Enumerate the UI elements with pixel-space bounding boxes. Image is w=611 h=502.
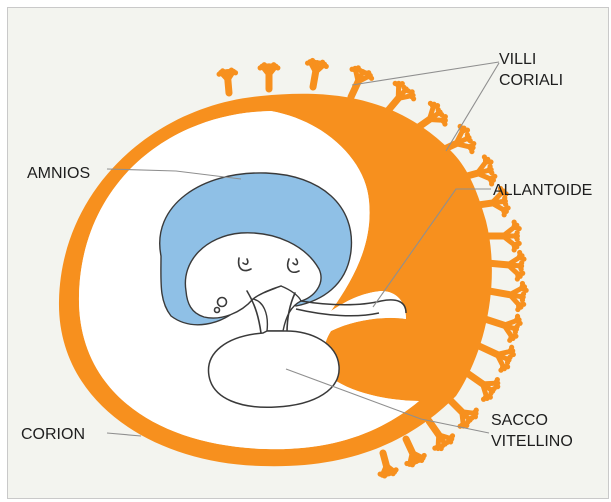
yolk-sac <box>209 331 340 407</box>
villus-tip <box>353 66 358 71</box>
villus-tip <box>443 441 448 446</box>
villus-tip <box>521 294 526 299</box>
villus-tip <box>514 327 519 332</box>
villus-tip <box>410 93 415 98</box>
villus-tip <box>449 436 454 441</box>
villus-tip <box>504 209 509 214</box>
villus-tip <box>435 446 440 451</box>
villus-tip <box>437 109 442 114</box>
villus-branch <box>479 346 497 354</box>
label-sacco-line1: SACCO <box>491 412 548 429</box>
villus-tip <box>315 60 320 65</box>
villus-tip <box>495 381 500 386</box>
villus-tip <box>489 167 494 172</box>
villus-tip <box>414 459 419 464</box>
villus-tip <box>225 69 230 74</box>
villus-tip <box>522 284 527 289</box>
villus-tip <box>473 411 478 416</box>
villus-tip <box>470 145 475 150</box>
villus-tip <box>360 69 365 74</box>
villus-tip <box>485 157 490 162</box>
villus-tip <box>503 199 508 204</box>
villus-tip <box>443 118 448 123</box>
villus-tip <box>518 304 523 309</box>
villus-tip <box>266 63 271 68</box>
villus-tip <box>273 64 278 69</box>
embryo-diagram: VILLI CORIALI AMNIOS ALLANTOIDE CORION S… <box>8 8 609 499</box>
leader-villi-1 <box>352 62 499 85</box>
villus-tip <box>218 70 223 75</box>
villus-tip <box>506 357 511 362</box>
villus-tip <box>396 81 401 86</box>
villus-branch <box>429 421 439 435</box>
label-amnios: AMNIOS <box>27 165 90 182</box>
leader-villi-2 <box>446 63 499 151</box>
villus-tip <box>404 86 409 91</box>
villus-tip <box>519 263 524 268</box>
label-allantoide: ALLANTOIDE <box>493 182 592 199</box>
villus-tip <box>519 253 524 258</box>
villus-tip <box>461 125 466 130</box>
villus-tip <box>514 244 519 249</box>
villus-tip <box>386 471 391 476</box>
villus-tip <box>515 233 520 238</box>
villus-tip <box>514 223 519 228</box>
villus-tip <box>431 102 436 107</box>
label-sacco-line2: VITELLINO <box>491 433 573 450</box>
label-villi-line2: CORIALI <box>499 72 563 89</box>
villus-tip <box>490 388 495 393</box>
diagram-frame: VILLI CORIALI AMNIOS ALLANTOIDE CORION S… <box>7 7 609 499</box>
villus-tip <box>510 348 515 353</box>
villus-tip <box>467 417 472 422</box>
villus-branch <box>489 291 510 295</box>
villus-tip <box>484 396 489 401</box>
leader-corion <box>107 433 141 436</box>
villus-branch <box>467 373 483 384</box>
villus-tip <box>368 73 373 78</box>
villus-tip <box>510 336 515 341</box>
villus-tip <box>516 317 521 322</box>
villus-tip <box>407 462 412 467</box>
label-villi-line1: VILLI <box>499 51 536 68</box>
villus-branch <box>485 319 504 325</box>
villus-tip <box>260 64 265 69</box>
villus-tip <box>518 274 523 279</box>
villus-tip <box>380 473 385 478</box>
villus-tip <box>322 62 327 67</box>
label-corion: CORION <box>21 426 85 443</box>
villus-tip <box>502 366 507 371</box>
villus-tip <box>420 455 425 460</box>
villus-tip <box>466 135 471 140</box>
villus-tip <box>307 59 312 64</box>
